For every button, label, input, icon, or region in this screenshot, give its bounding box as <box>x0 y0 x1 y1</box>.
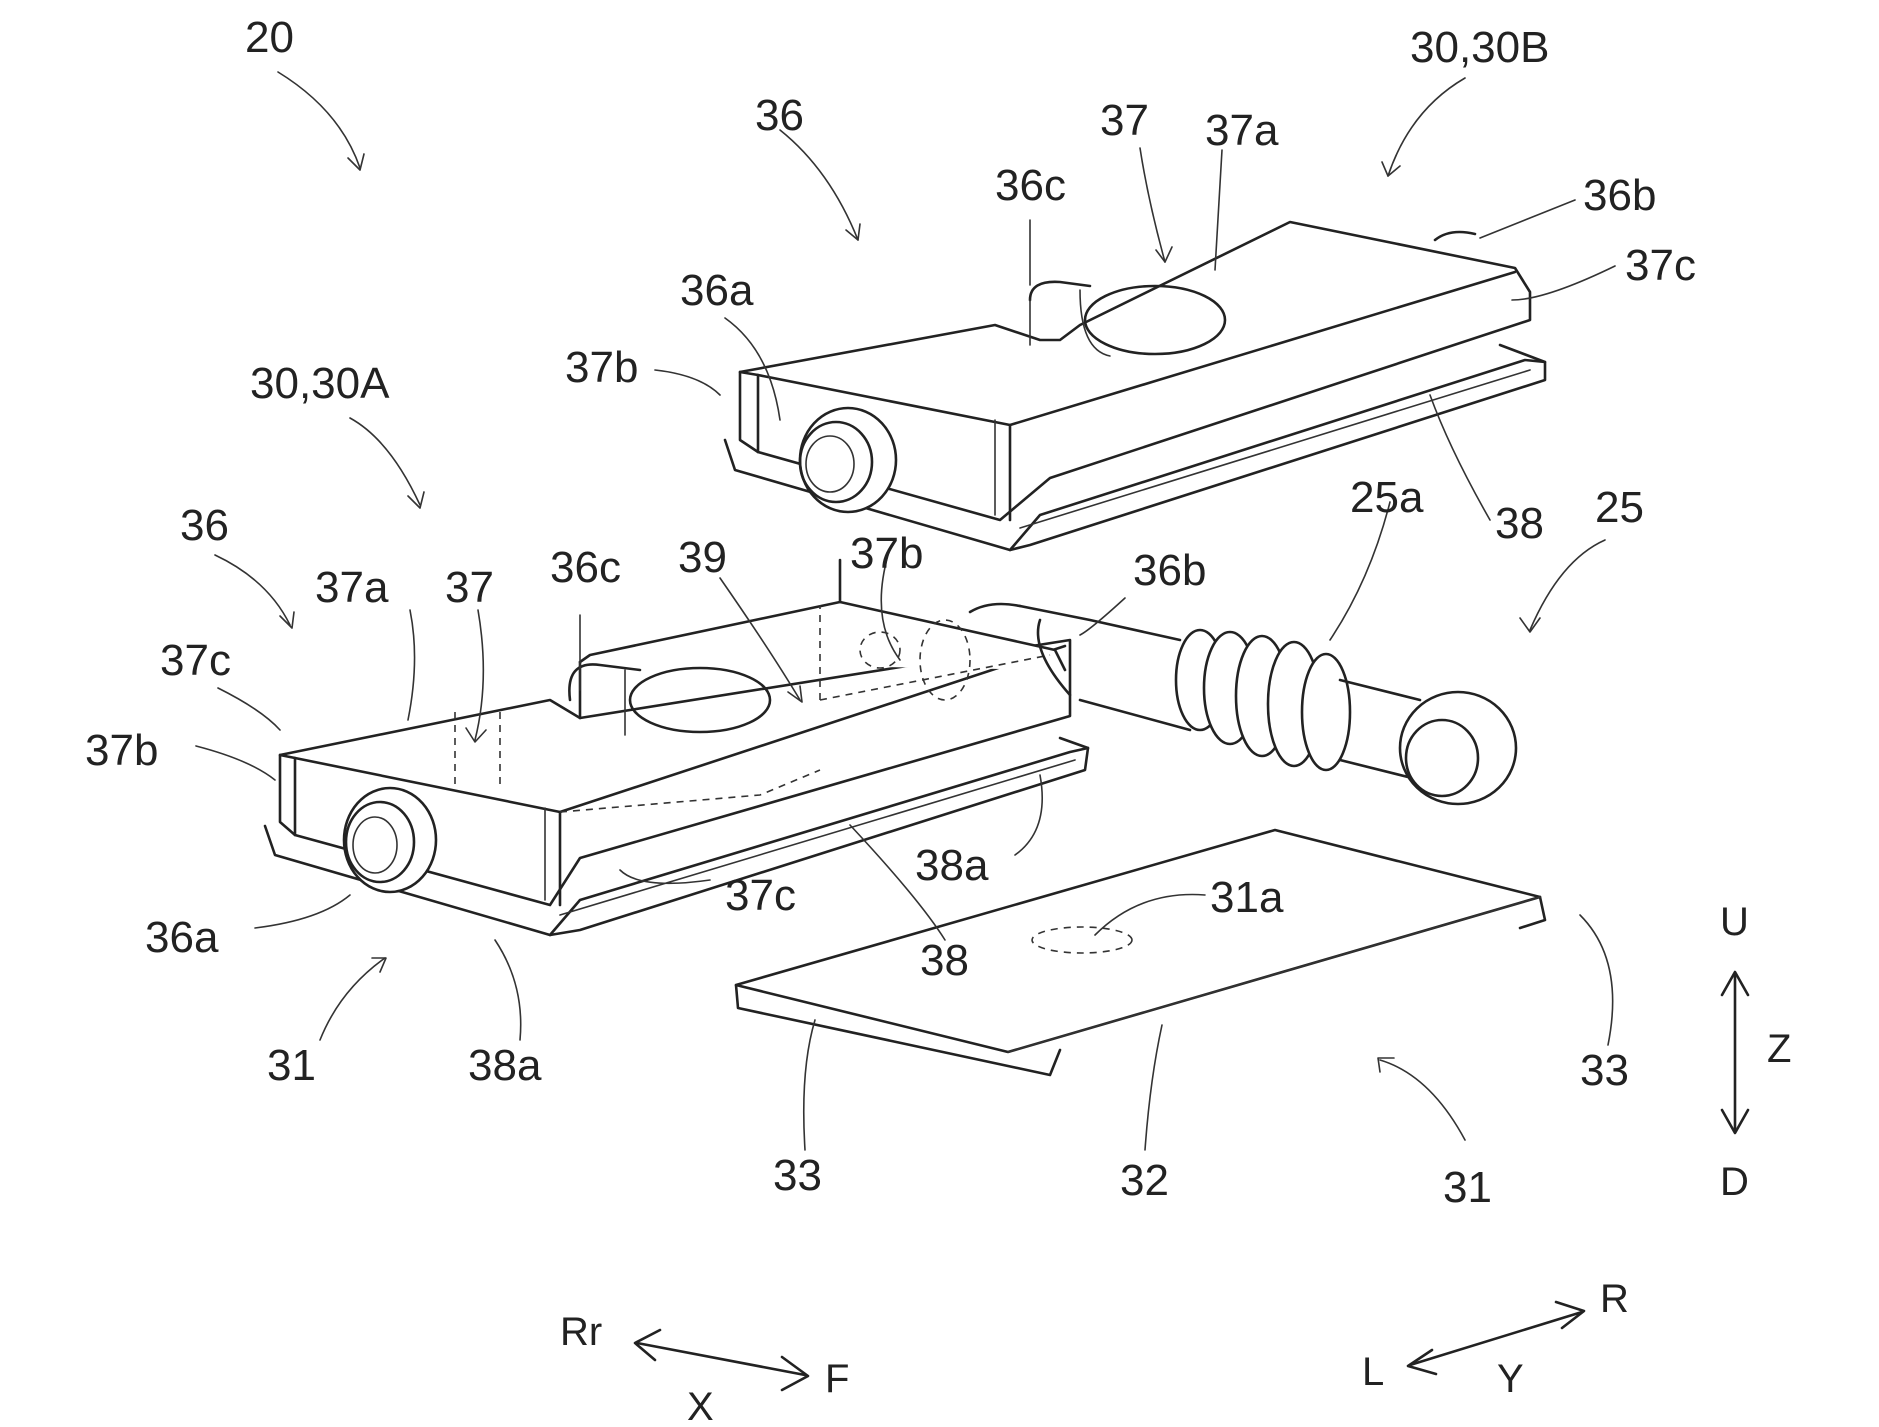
axis-y-label: Y <box>1497 1357 1524 1401</box>
ref-20: 20 <box>245 13 294 62</box>
ref-37-lower: 37 <box>445 563 494 612</box>
pipe-25 <box>1020 606 1516 804</box>
ref-30-30a: 30,30A <box>250 359 390 408</box>
ref-31a: 31a <box>1210 873 1284 922</box>
axis-front-label: F <box>825 1357 849 1401</box>
ref-37b-middle: 37b <box>850 529 923 578</box>
ref-25a: 25a <box>1350 473 1424 522</box>
ref-33-left: 33 <box>773 1151 822 1200</box>
axis-z-label: Z <box>1767 1027 1791 1071</box>
ref-37-upper: 37 <box>1100 96 1149 145</box>
ref-37b-upper: 37b <box>565 343 638 392</box>
ref-36-upper: 36 <box>755 91 804 140</box>
ref-37b-lower: 37b <box>85 726 158 775</box>
ref-33-right: 33 <box>1580 1046 1629 1095</box>
axis-up-label: U <box>1720 900 1749 944</box>
axis-left-label: L <box>1362 1350 1384 1394</box>
ref-31-right: 31 <box>1443 1163 1492 1212</box>
ref-39: 39 <box>678 533 727 582</box>
ref-36b-middle: 36b <box>1133 546 1206 595</box>
axis-x-label: X <box>687 1385 714 1427</box>
ref-36c-upper: 36c <box>995 161 1066 210</box>
ref-37c-upper: 37c <box>1625 241 1696 290</box>
ref-36-lower: 36 <box>180 501 229 550</box>
ref-36a-lower: 36a <box>145 913 219 962</box>
ref-32: 32 <box>1120 1156 1169 1205</box>
axis-rear-label: Rr <box>560 1310 602 1354</box>
ref-25: 25 <box>1595 483 1644 532</box>
ref-31-left: 31 <box>267 1041 316 1090</box>
ref-37c-lower: 37c <box>160 636 231 685</box>
ref-30-30b: 30,30B <box>1410 23 1549 72</box>
ref-38a-bottom: 38a <box>468 1041 542 1090</box>
ref-38a-right: 38a <box>915 841 989 890</box>
ref-38-middle: 38 <box>920 936 969 985</box>
ref-38-upper: 38 <box>1495 499 1544 548</box>
ref-36a-upper: 36a <box>680 266 754 315</box>
bracket-plate-31 <box>736 830 1545 1075</box>
ref-36b-upper: 36b <box>1583 171 1656 220</box>
ref-37a-upper: 37a <box>1205 106 1279 155</box>
ref-37c-middle: 37c <box>725 871 796 920</box>
axis-down-label: D <box>1720 1160 1749 1204</box>
ref-37a-lower: 37a <box>315 563 389 612</box>
ref-36c-lower: 36c <box>550 543 621 592</box>
axis-right-label: R <box>1600 1277 1629 1321</box>
